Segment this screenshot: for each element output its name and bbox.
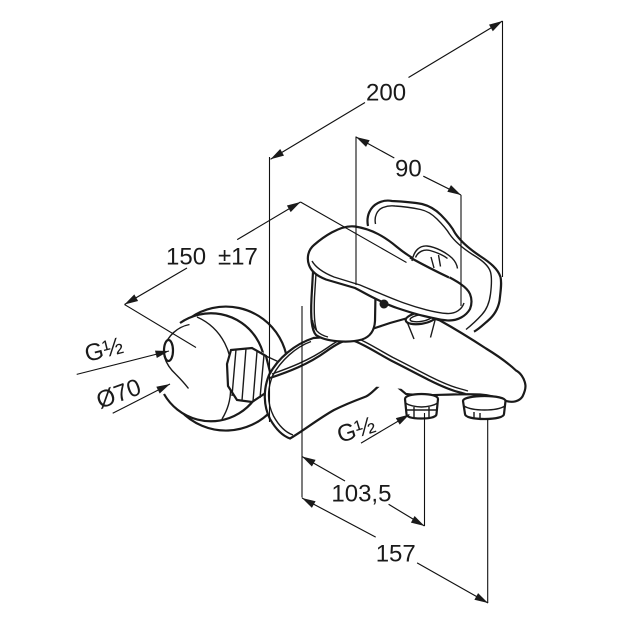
svg-text:±17: ±17 — [218, 244, 258, 271]
svg-text:90: 90 — [395, 156, 422, 183]
svg-text:200: 200 — [366, 80, 406, 107]
svg-text:150: 150 — [166, 244, 206, 271]
svg-text:103,5: 103,5 — [331, 481, 391, 508]
svg-text:157: 157 — [376, 541, 416, 568]
